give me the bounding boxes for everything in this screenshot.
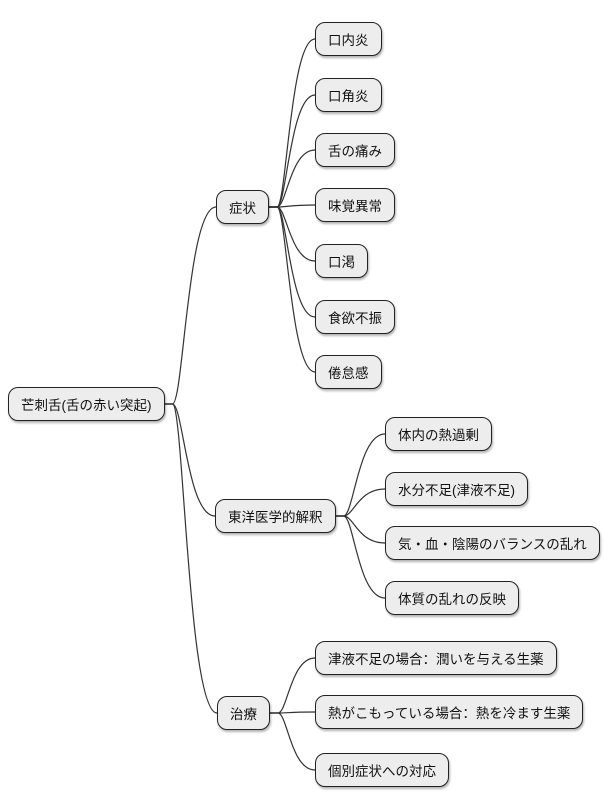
leaf-excess-internal-heat: 体内の熱過剰 — [385, 417, 492, 451]
leaf-moisturizing-herbs: 津液不足の場合：潤いを与える生薬 — [315, 641, 557, 675]
leaf-fatigue: 倦怠感 — [315, 355, 382, 389]
leaf-individual-symptom-response: 個別症状への対応 — [315, 753, 449, 787]
leaf-stomatitis: 口内炎 — [315, 22, 382, 56]
leaf-dry-mouth: 口渇 — [315, 244, 368, 278]
node-root: 芒刺舌(舌の赤い突起) — [8, 387, 165, 421]
node-symptoms: 症状 — [216, 190, 269, 224]
leaf-cooling-herbs: 熱がこもっている場合：熱を冷ます生薬 — [315, 695, 584, 729]
leaf-angular-cheilitis: 口角炎 — [315, 78, 382, 112]
leaf-fluid-deficiency: 水分不足(津液不足) — [385, 472, 528, 506]
leaf-taste-abnormality: 味覚異常 — [315, 188, 395, 222]
node-oriental-medicine-interpretation: 東洋医学的解釈 — [215, 499, 336, 533]
leaf-tongue-pain: 舌の痛み — [315, 133, 395, 167]
leaf-qi-blood-yinyang-imbalance: 気・血・陰陽のバランスの乱れ — [385, 526, 600, 560]
leaf-appetite-loss: 食欲不振 — [315, 300, 395, 334]
leaf-constitution-disorder-reflection: 体質の乱れの反映 — [385, 581, 519, 615]
node-treatment: 治療 — [217, 696, 270, 730]
